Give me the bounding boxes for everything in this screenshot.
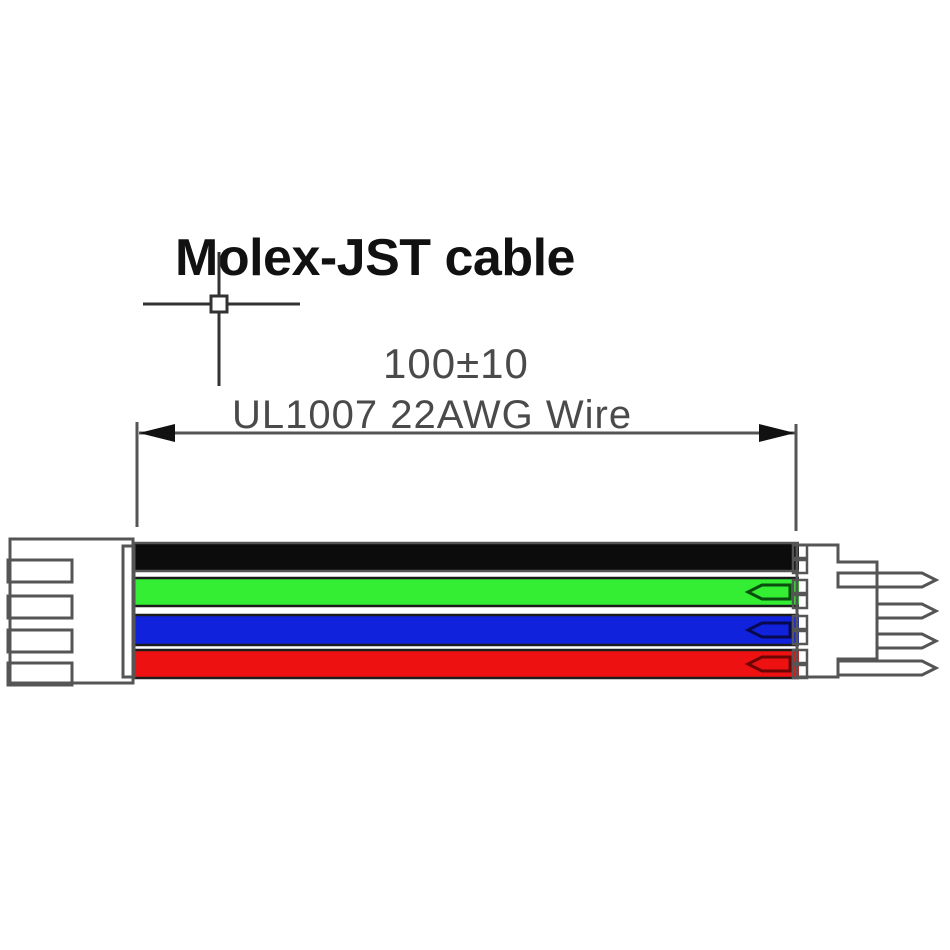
- right-connector-cavity-1b: [791, 558, 809, 575]
- cad-crosshair-cursor[interactable]: [143, 252, 300, 386]
- page-title: Molex-JST cable: [175, 229, 575, 287]
- right-connector-cavity-1a: [791, 543, 809, 560]
- right-connector-cavity-4a: [791, 648, 809, 665]
- wire-green[interactable]: [133, 576, 799, 608]
- wire-red[interactable]: [133, 648, 799, 680]
- left-connector-slot-3: [6, 628, 74, 654]
- left-connector-mating-bar: [121, 544, 136, 679]
- right-connector-cavity-2a: [791, 578, 809, 595]
- wire-red-jacket: [133, 650, 799, 678]
- right-connector-cavity-3b: [791, 629, 809, 646]
- dimension-arrow-right-icon: [759, 424, 795, 442]
- wire-green-crimp-terminal: [744, 583, 792, 601]
- left-connector-slot-1: [6, 558, 74, 584]
- right-connector-cavity-4b: [791, 663, 809, 680]
- right-connector-pin-3: [875, 632, 940, 650]
- right-connector-pin-4: [836, 659, 940, 677]
- dimension-arrow-left-icon: [139, 424, 175, 442]
- wire-black[interactable]: [133, 541, 799, 573]
- wire-red-crimp-terminal: [744, 655, 792, 673]
- right-connector-pin-2: [875, 602, 940, 620]
- dimension-length-label: 100±10: [383, 340, 529, 387]
- right-connector-pin-1: [836, 571, 940, 589]
- wire-black-jacket: [133, 543, 799, 571]
- right-connector-body: [795, 543, 879, 679]
- wire-blue-jacket: [133, 615, 799, 645]
- wire-green-jacket: [133, 578, 799, 606]
- right-connector-jst-header[interactable]: [791, 543, 940, 680]
- left-connector-molex-housing[interactable]: [6, 537, 136, 687]
- wire-blue-crimp-terminal: [744, 621, 792, 639]
- wire-bundle: [133, 541, 799, 680]
- crosshair-pick-box: [209, 294, 229, 314]
- right-connector-cavity-2b: [791, 593, 809, 610]
- wire-blue[interactable]: [133, 613, 799, 647]
- left-connector-slot-4: [6, 661, 74, 687]
- overall-length-dimension: [135, 422, 798, 531]
- wire-spec-label: UL1007 22AWG Wire: [232, 393, 632, 437]
- right-connector-cavity-3a: [791, 614, 809, 631]
- left-connector-slot-2: [6, 594, 74, 620]
